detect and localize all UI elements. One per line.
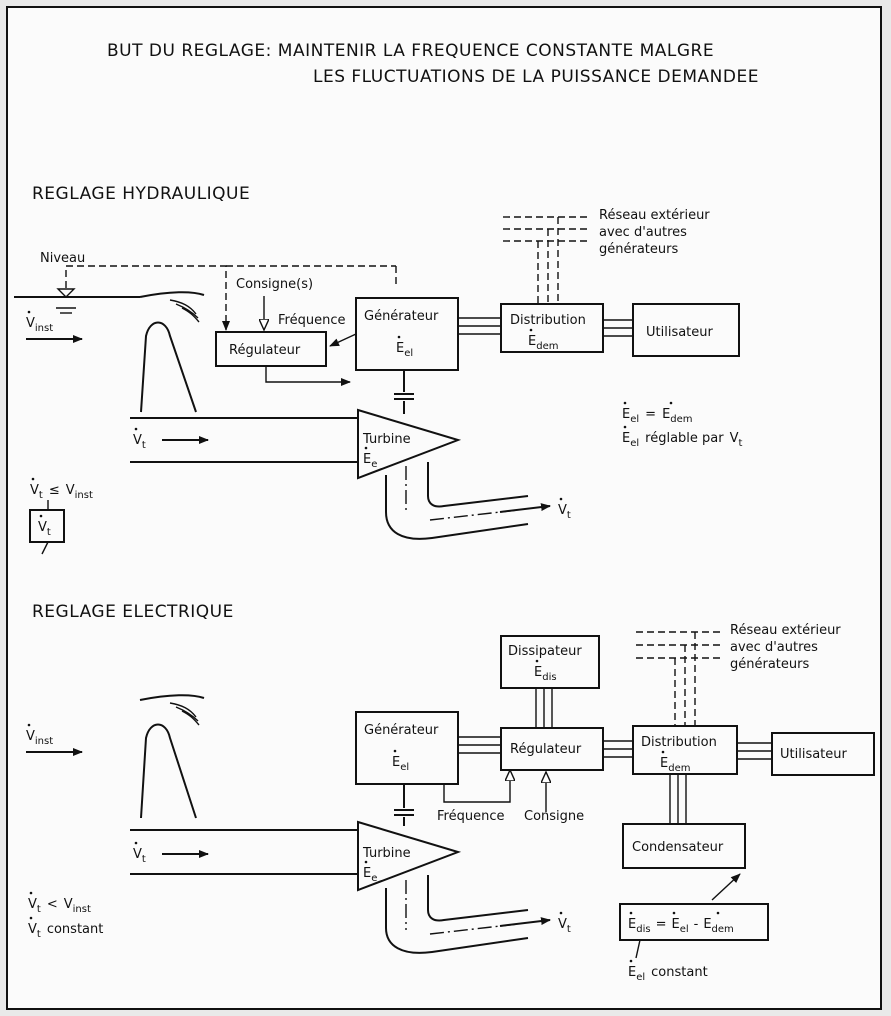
bus-gen-reg-electrique <box>458 736 501 754</box>
svg-text:Vt: Vt <box>133 847 146 865</box>
svg-text:Eel: Eel <box>392 755 409 773</box>
condensateur-box: Condensateur <box>622 774 746 869</box>
regulateur-inputs-electrique: Fréquence Consigne <box>437 770 584 824</box>
pipe-turbine-electrique: Turbine Ee Vt Vt <box>130 820 571 954</box>
label-turbine-hydraulique: Turbine <box>362 432 411 447</box>
reseau-hydraulique: Réseau extérieur avec d'autres générateu… <box>503 208 710 304</box>
svg-text:Eel=Edem: Eel=Edem <box>622 407 693 425</box>
label-frequence-electrique: Fréquence <box>437 809 504 824</box>
reservoir-hydraulique <box>14 288 205 413</box>
svg-text:Edem: Edem <box>528 334 558 352</box>
reseau-electrique: Réseau extérieur avec d'autres générateu… <box>636 623 841 726</box>
shaft-hydraulique <box>394 370 414 414</box>
label-generateur-hydraulique: Générateur <box>364 309 439 324</box>
utilisateur-box-electrique: Utilisateur <box>771 732 875 776</box>
svg-text:Edis=Eel-Edem: Edis=Eel-Edem <box>628 917 734 935</box>
title-line-1: BUT DU REGLAGE: MAINTENIR LA FREQUENCE C… <box>107 41 714 61</box>
label-dissipateur: Dissipateur <box>508 644 582 659</box>
regulateur-box-hydraulique: Régulateur <box>215 331 327 367</box>
generateur-box-hydraulique: Générateur Eel <box>355 297 459 371</box>
pipe-turbine-hydraulique: Turbine Ee Vt Vt <box>130 408 571 540</box>
label-consigne-hydraulique: Consigne(s) <box>236 277 313 292</box>
svg-text:Vt: Vt <box>558 503 571 521</box>
label-condensateur: Condensateur <box>632 840 724 855</box>
condition-hydraulique: Vt≤Vinst Vt <box>29 477 93 555</box>
bus-gen-dist-hydraulique <box>458 317 501 335</box>
distribution-box-electrique: Distribution Edem <box>632 725 738 775</box>
label-generateur-electrique: Générateur <box>364 723 439 738</box>
heading-hydraulique: REGLAGE HYDRAULIQUE <box>32 184 250 204</box>
svg-text:Edem: Edem <box>660 756 690 774</box>
dissipateur-box: Dissipateur Edis <box>500 635 600 728</box>
label-turbine-electrique: Turbine <box>362 846 411 861</box>
label-reseau-1: Réseau extérieur <box>599 208 710 223</box>
shaft-electrique <box>394 784 414 826</box>
generateur-box-electrique: Générateur Eel <box>355 711 459 785</box>
bus-dist-util-hydraulique <box>603 319 633 337</box>
svg-text:Vt: Vt <box>38 520 51 538</box>
label-distribution-electrique: Distribution <box>641 735 717 750</box>
title-line-2: LES FLUCTUATIONS DE LA PUISSANCE DEMANDE… <box>313 67 759 87</box>
svg-text:Vt<Vinst: Vt<Vinst <box>28 897 91 915</box>
bus-reg-dist-electrique <box>603 740 633 758</box>
label-regulateur-electrique: Régulateur <box>510 742 582 757</box>
v-inst-hydraulique: Vinst <box>26 310 83 343</box>
distribution-box-hydraulique: Distribution Edem <box>500 303 604 353</box>
label-reseau-elec-1: Réseau extérieur <box>730 623 841 638</box>
label-utilisateur-electrique: Utilisateur <box>780 747 848 762</box>
regulateur-output <box>265 366 351 386</box>
svg-text:Ee: Ee <box>363 866 377 884</box>
svg-text:Vinst: Vinst <box>26 316 53 334</box>
svg-text:Edis: Edis <box>534 665 557 683</box>
frequence-arrow <box>329 333 357 347</box>
svg-text:Vt≤Vinst: Vt≤Vinst <box>30 483 93 501</box>
niveau-loop: Niveau <box>40 251 397 331</box>
label-frequence-hydraulique: Fréquence <box>278 313 345 328</box>
label-utilisateur-hydraulique: Utilisateur <box>646 325 714 340</box>
svg-text:Vt: Vt <box>558 917 571 935</box>
label-reseau-elec-3: générateurs <box>730 657 809 672</box>
svg-text:Vinst: Vinst <box>26 729 53 747</box>
label-reseau-3: générateurs <box>599 242 678 257</box>
regulateur-box-electrique: Régulateur <box>500 727 604 771</box>
label-consigne-electrique: Consigne <box>524 809 584 824</box>
label-distribution-hydraulique: Distribution <box>510 313 586 328</box>
heading-electrique: REGLAGE ELECTRIQUE <box>32 602 234 622</box>
svg-text:Eel: Eel <box>396 341 413 359</box>
bus-dist-util-electrique <box>737 742 772 760</box>
label-reseau-elec-2: avec d'autres <box>730 640 818 655</box>
reservoir-electrique: Vinst <box>26 694 205 819</box>
label-niveau: Niveau <box>40 251 85 266</box>
svg-text:Ee: Ee <box>363 452 377 470</box>
label-reseau-2: avec d'autres <box>599 225 687 240</box>
utilisateur-box-hydraulique: Utilisateur <box>632 303 740 357</box>
label-regulateur-hydraulique: Régulateur <box>229 343 301 358</box>
svg-text:Vt: Vt <box>133 433 146 451</box>
